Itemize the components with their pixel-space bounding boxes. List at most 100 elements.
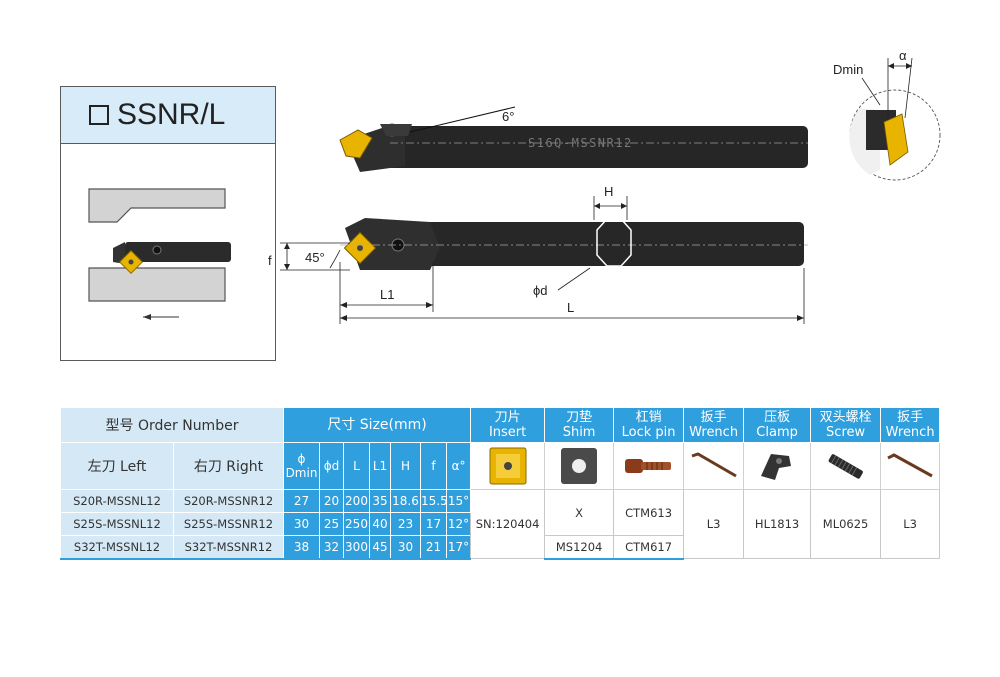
dim-f-label: f (268, 253, 272, 268)
dim-H-label: H (604, 184, 613, 199)
bottom-tool-view: H f 45° ϕd L1 L (268, 184, 808, 324)
card-header: SSNR/L (61, 87, 275, 144)
dim-L-label: L (567, 300, 574, 315)
clamp-header-en: Clamp (756, 425, 798, 440)
right-model-cell: S32T-MSSNR12 (173, 535, 284, 560)
clamp-icon (743, 442, 812, 490)
col-alpha: α° (445, 442, 472, 490)
header-row-2: 左刀 Left 右刀 Right ϕ Dmin ϕd L L1 H f α° (60, 442, 941, 490)
col-L1: L1 (369, 442, 391, 490)
angle-45-label: 45° (305, 250, 325, 265)
col-L: L (343, 442, 370, 490)
insert-header-cn: 刀片 (494, 410, 521, 425)
d-cell: 20 (319, 489, 344, 513)
technical-drawing: S16Q-MSSNR12 6° H f 45° ϕd (268, 48, 941, 324)
left-model-cell: S25S-MSSNL12 (60, 512, 174, 536)
screw-icon (810, 442, 882, 490)
alpha-label: α (899, 48, 907, 63)
insert-header-en: Insert (488, 425, 527, 440)
alpha-cell: 15° (445, 489, 472, 513)
wrench2-value: L3 (880, 489, 941, 559)
f-cell: 21 (420, 535, 447, 560)
left-model-cell: S20R-MSSNL12 (60, 489, 174, 513)
lock-pin-icon (613, 442, 685, 490)
dim-phid-label: ϕd (533, 283, 548, 298)
H-cell: 30 (390, 535, 421, 560)
right-header: 右刀 Right (173, 442, 284, 490)
L1-cell: 40 (369, 512, 391, 536)
table-row: S25S-MSSNL12 S25S-MSSNR12 30 25 250 40 2… (60, 512, 940, 536)
wrench-header-cn: 扳手 (700, 410, 727, 425)
wrench2-header-cn: 扳手 (897, 410, 924, 425)
table-row: S32T-MSSNL12 S32T-MSSNR12 38 32 300 45 3… (60, 535, 940, 560)
angle-6-label: 6° (502, 109, 514, 124)
lockpin-header-cn: 杠销 (635, 410, 662, 425)
left-header: 左刀 Left (60, 442, 174, 490)
col-dmin: ϕ Dmin (283, 442, 320, 490)
lockpin-value-2: CTM617 (613, 535, 685, 560)
dmin-cell: 30 (283, 512, 320, 536)
top-tool-view: S16Q-MSSNR12 6° (339, 106, 808, 172)
wrench2-icon (880, 442, 941, 490)
shim-header-cn: 刀垫 (566, 410, 593, 425)
dim-L1-label: L1 (380, 287, 394, 302)
screw-header-en: Screw (826, 425, 866, 440)
wrench2-header-en: Wrench (885, 425, 935, 440)
shim-header-en: Shim (562, 425, 596, 440)
dmin-detail-view: Dmin α (833, 48, 941, 181)
clamp-header-cn: 压板 (764, 410, 791, 425)
right-model-cell: S20R-MSSNR12 (173, 489, 284, 513)
wrench-header-en: Wrench (689, 425, 739, 440)
wrench-value: L3 (683, 489, 745, 559)
lockpin-header-en: Lock pin (621, 425, 676, 440)
wrench-icon (683, 442, 745, 490)
screw-value: ML0625 (810, 489, 882, 559)
order-number-header: 型号 Order Number (60, 407, 284, 443)
shim-value-2: MS1204 (544, 535, 615, 560)
insert-icon (470, 442, 546, 490)
f-cell: 17 (420, 512, 447, 536)
checkbox-square-icon (89, 105, 109, 125)
col-d: ϕd (319, 442, 344, 490)
dmin-cell: 27 (283, 489, 320, 513)
bottom-insert-icon (343, 231, 377, 265)
size-header: 尺寸 Size(mm) (282, 407, 472, 443)
L-cell: 200 (343, 489, 370, 513)
top-insert-icon (339, 129, 373, 159)
alpha-cell: 17° (445, 535, 472, 560)
table-row: S20R-MSSNL12 S20R-MSSNR12 27 20 200 35 1… (60, 489, 941, 559)
shim-value-1: X (544, 489, 615, 536)
card-title: SSNR/L (117, 98, 226, 131)
detail-insert-icon (883, 113, 909, 166)
L-cell: 250 (343, 512, 370, 536)
dmin-cell: 38 (283, 535, 320, 560)
boring-schematic (61, 144, 275, 360)
L1-cell: 45 (369, 535, 391, 560)
lockpin-value-1: CTM613 (613, 489, 685, 536)
H-cell: 23 (390, 512, 421, 536)
tool-type-card: SSNR/L (60, 86, 276, 361)
top-tool-shank (382, 126, 808, 168)
insert-value: SN:120404 (470, 489, 546, 559)
d-cell: 25 (319, 512, 344, 536)
col-H: H (390, 442, 421, 490)
dmin-label: Dmin (833, 62, 863, 77)
boring-schematic-svg (88, 188, 231, 320)
L-cell: 300 (343, 535, 370, 560)
f-cell: 15.5 (420, 489, 447, 513)
right-model-cell: S25S-MSSNR12 (173, 512, 284, 536)
screw-header-cn: 双头螺栓 (819, 410, 872, 425)
tool-marking: S16Q-MSSNR12 (528, 136, 633, 150)
alpha-cell: 12° (445, 512, 472, 536)
left-model-cell: S32T-MSSNL12 (60, 535, 174, 560)
H-cell: 18.6 (390, 489, 421, 513)
bottom-tool-shank (360, 222, 804, 266)
